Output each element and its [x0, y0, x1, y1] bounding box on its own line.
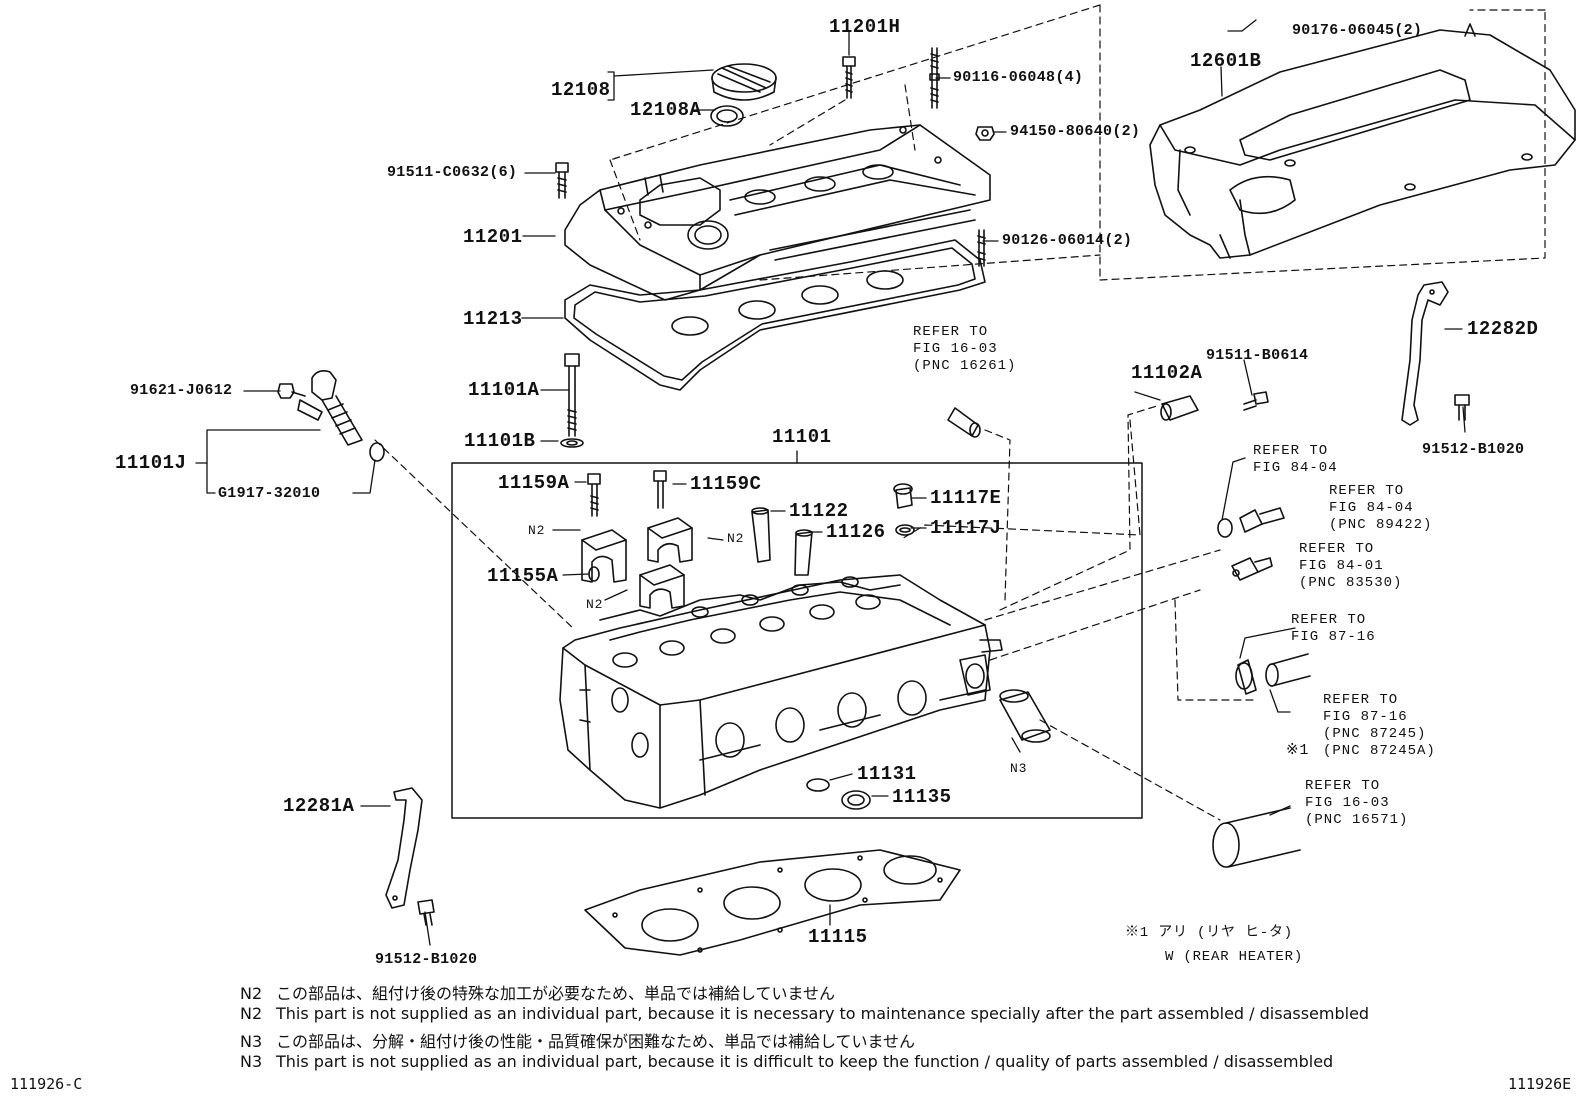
rear-heater-note-jp: ※1 アリ (リヤ ヒ-タ) [1125, 925, 1294, 941]
label-11131: 11131 [857, 763, 917, 785]
bracket-12281a-icon [385, 787, 423, 909]
plug-11117e-icon [893, 483, 913, 509]
gasket-11117j-icon [895, 524, 915, 536]
camshaft-cap-icon [647, 517, 693, 563]
o-ring-icon [369, 442, 385, 462]
label-11126: 11126 [826, 521, 886, 543]
bolt-11201h-icon [842, 56, 856, 99]
label-n3: N3 [1010, 761, 1028, 776]
bolt-91512-right-icon [1454, 394, 1470, 421]
bolt-91512-left-icon [417, 899, 435, 926]
label-11117j: 11117J [930, 517, 1002, 539]
bolt-91621-icon [277, 383, 306, 399]
label-11101: 11101 [772, 426, 832, 448]
rear-heater-mark: ※1 [1286, 742, 1310, 759]
label-94150: 94150-80640(2) [1010, 123, 1141, 140]
seal-11135-icon [841, 790, 871, 810]
engine-cover-icon [1149, 23, 1576, 259]
label-11213: 11213 [463, 308, 523, 330]
camshaft-cap-icon [581, 529, 627, 583]
label-91512-b1020-right: 91512-B1020 [1422, 441, 1525, 458]
bolt-11101a-icon [564, 353, 580, 437]
label-12601b: 12601B [1190, 50, 1262, 72]
label-12281a: 12281A [283, 795, 355, 817]
pin-11155a-icon [588, 566, 600, 582]
label-11201h: 11201H [829, 16, 901, 38]
seal-11131-icon [806, 778, 830, 792]
nut-94150-icon [975, 126, 995, 141]
label-11101a: 11101A [468, 379, 540, 401]
label-11101j: 11101J [115, 452, 187, 474]
head-gasket-icon [584, 849, 961, 956]
label-91621: 91621-J0612 [130, 382, 233, 399]
label-12108: 12108 [551, 79, 611, 101]
bracket-12282d-icon [1401, 281, 1449, 426]
label-11201: 11201 [463, 226, 523, 248]
bolt-91511-c-icon [555, 162, 569, 199]
plug-11122-icon [751, 507, 771, 563]
label-11115: 11115 [808, 926, 868, 948]
label-12282d: 12282D [1467, 318, 1539, 340]
figure-code-right: 111926E [1508, 1075, 1572, 1093]
dashed-guide-lines [374, 4, 1546, 821]
sensor-89422-icon [1217, 507, 1285, 538]
label-90126: 90126-06014(2) [1002, 232, 1133, 249]
stud-90126-icon [977, 229, 986, 267]
label-11155a: 11155A [487, 565, 559, 587]
pipe-16261-icon [947, 407, 981, 438]
label-11101b: 11101B [464, 430, 536, 452]
stud-90116-icon [929, 47, 940, 109]
label-g1917: G1917-32010 [218, 485, 321, 502]
label-n2: N2 [586, 597, 604, 612]
cylinder-head-icon [559, 574, 1003, 809]
plug-11126-icon [794, 529, 813, 576]
figure-code-left: 111926-C [10, 1075, 83, 1093]
plug-11102a-icon [1160, 395, 1199, 421]
label-90176: 90176-06045(2) [1292, 22, 1423, 39]
hose-icon [1265, 653, 1311, 687]
sensor-83530-icon [1231, 557, 1273, 581]
label-11159c: 11159C [690, 473, 762, 495]
label-11135: 11135 [892, 786, 952, 808]
camshaft-cap-icon [639, 564, 685, 609]
label-12108a: 12108A [630, 99, 702, 121]
label-11102a: 11102A [1131, 362, 1203, 384]
label-n2: N2 [727, 531, 745, 546]
hose-clamp-icon [1235, 659, 1257, 695]
washer-11101b-icon [560, 438, 584, 448]
oil-control-valve-icon [297, 370, 363, 446]
rear-heater-note-en: W (REAR HEATER) [1165, 949, 1304, 965]
pipe-16571-icon [1212, 807, 1301, 868]
label-n2: N2 [528, 523, 546, 538]
bolt-91511-b-icon [1243, 391, 1269, 411]
cover-gasket-icon [564, 239, 986, 391]
bolt-11159c-icon [653, 470, 667, 509]
label-91511-c0632: 91511-C0632(6) [387, 164, 518, 181]
label-11117e: 11117E [930, 487, 1002, 509]
label-11159a: 11159A [498, 472, 570, 494]
label-91511-b0614: 91511-B0614 [1206, 347, 1309, 364]
cylinder-head-cover-icon [564, 124, 991, 301]
label-91512-b1020-left: 91512-B1020 [375, 951, 478, 968]
label-11122: 11122 [789, 500, 849, 522]
label-90116: 90116-06048(4) [953, 69, 1084, 86]
sleeve-n3-icon [999, 689, 1051, 743]
bolt-11159a-icon [587, 473, 601, 517]
oil-filler-cap-icon [710, 63, 777, 127]
